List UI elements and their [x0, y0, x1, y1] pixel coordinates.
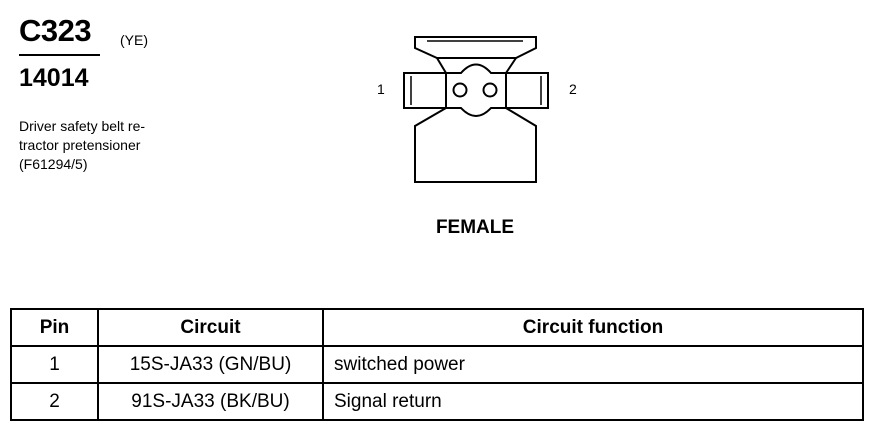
connector-face-diagram: [403, 36, 549, 183]
connector-upper-left: [436, 57, 447, 74]
description-line-3: (F61294/5): [19, 156, 88, 172]
pin-2-label: 2: [569, 81, 577, 97]
function-cell: Signal return: [322, 382, 864, 421]
connector-lower-body: [414, 107, 537, 183]
table-header-row: Pin Circuit Circuit function: [10, 308, 864, 347]
pin-cavity-1: [452, 82, 468, 98]
column-header-function: Circuit function: [322, 308, 864, 347]
table-row: 1 15S-JA33 (GN/BU) switched power: [10, 345, 864, 384]
description-line-1: Driver safety belt re-: [19, 118, 146, 134]
pin-cavity-2: [482, 82, 498, 98]
pin-housing: [445, 63, 507, 117]
description-line-2: tractor pretensioner: [19, 137, 141, 153]
connector-top-latch: [414, 36, 537, 59]
connector-id: C323: [19, 13, 92, 48]
circuit-cell: 15S-JA33 (GN/BU): [97, 345, 324, 384]
title-underline: [19, 54, 100, 56]
function-cell: switched power: [322, 345, 864, 384]
column-header-pin: Pin: [10, 308, 99, 347]
pin-table: Pin Circuit Circuit function 1 15S-JA33 …: [10, 308, 864, 421]
pin-cell: 1: [10, 345, 99, 384]
connector-color-code: (YE): [120, 32, 148, 48]
pin-cell: 2: [10, 382, 99, 421]
pin-1-label: 1: [377, 81, 385, 97]
table-row: 2 91S-JA33 (BK/BU) Signal return: [10, 382, 864, 421]
circuit-cell: 91S-JA33 (BK/BU): [97, 382, 324, 421]
connector-upper-right: [505, 57, 517, 74]
connector-gender-label: FEMALE: [435, 217, 515, 238]
component-description: Driver safety belt re- tractor pretensio…: [19, 117, 145, 174]
part-number: 14014: [19, 64, 89, 92]
column-header-circuit: Circuit: [97, 308, 324, 347]
